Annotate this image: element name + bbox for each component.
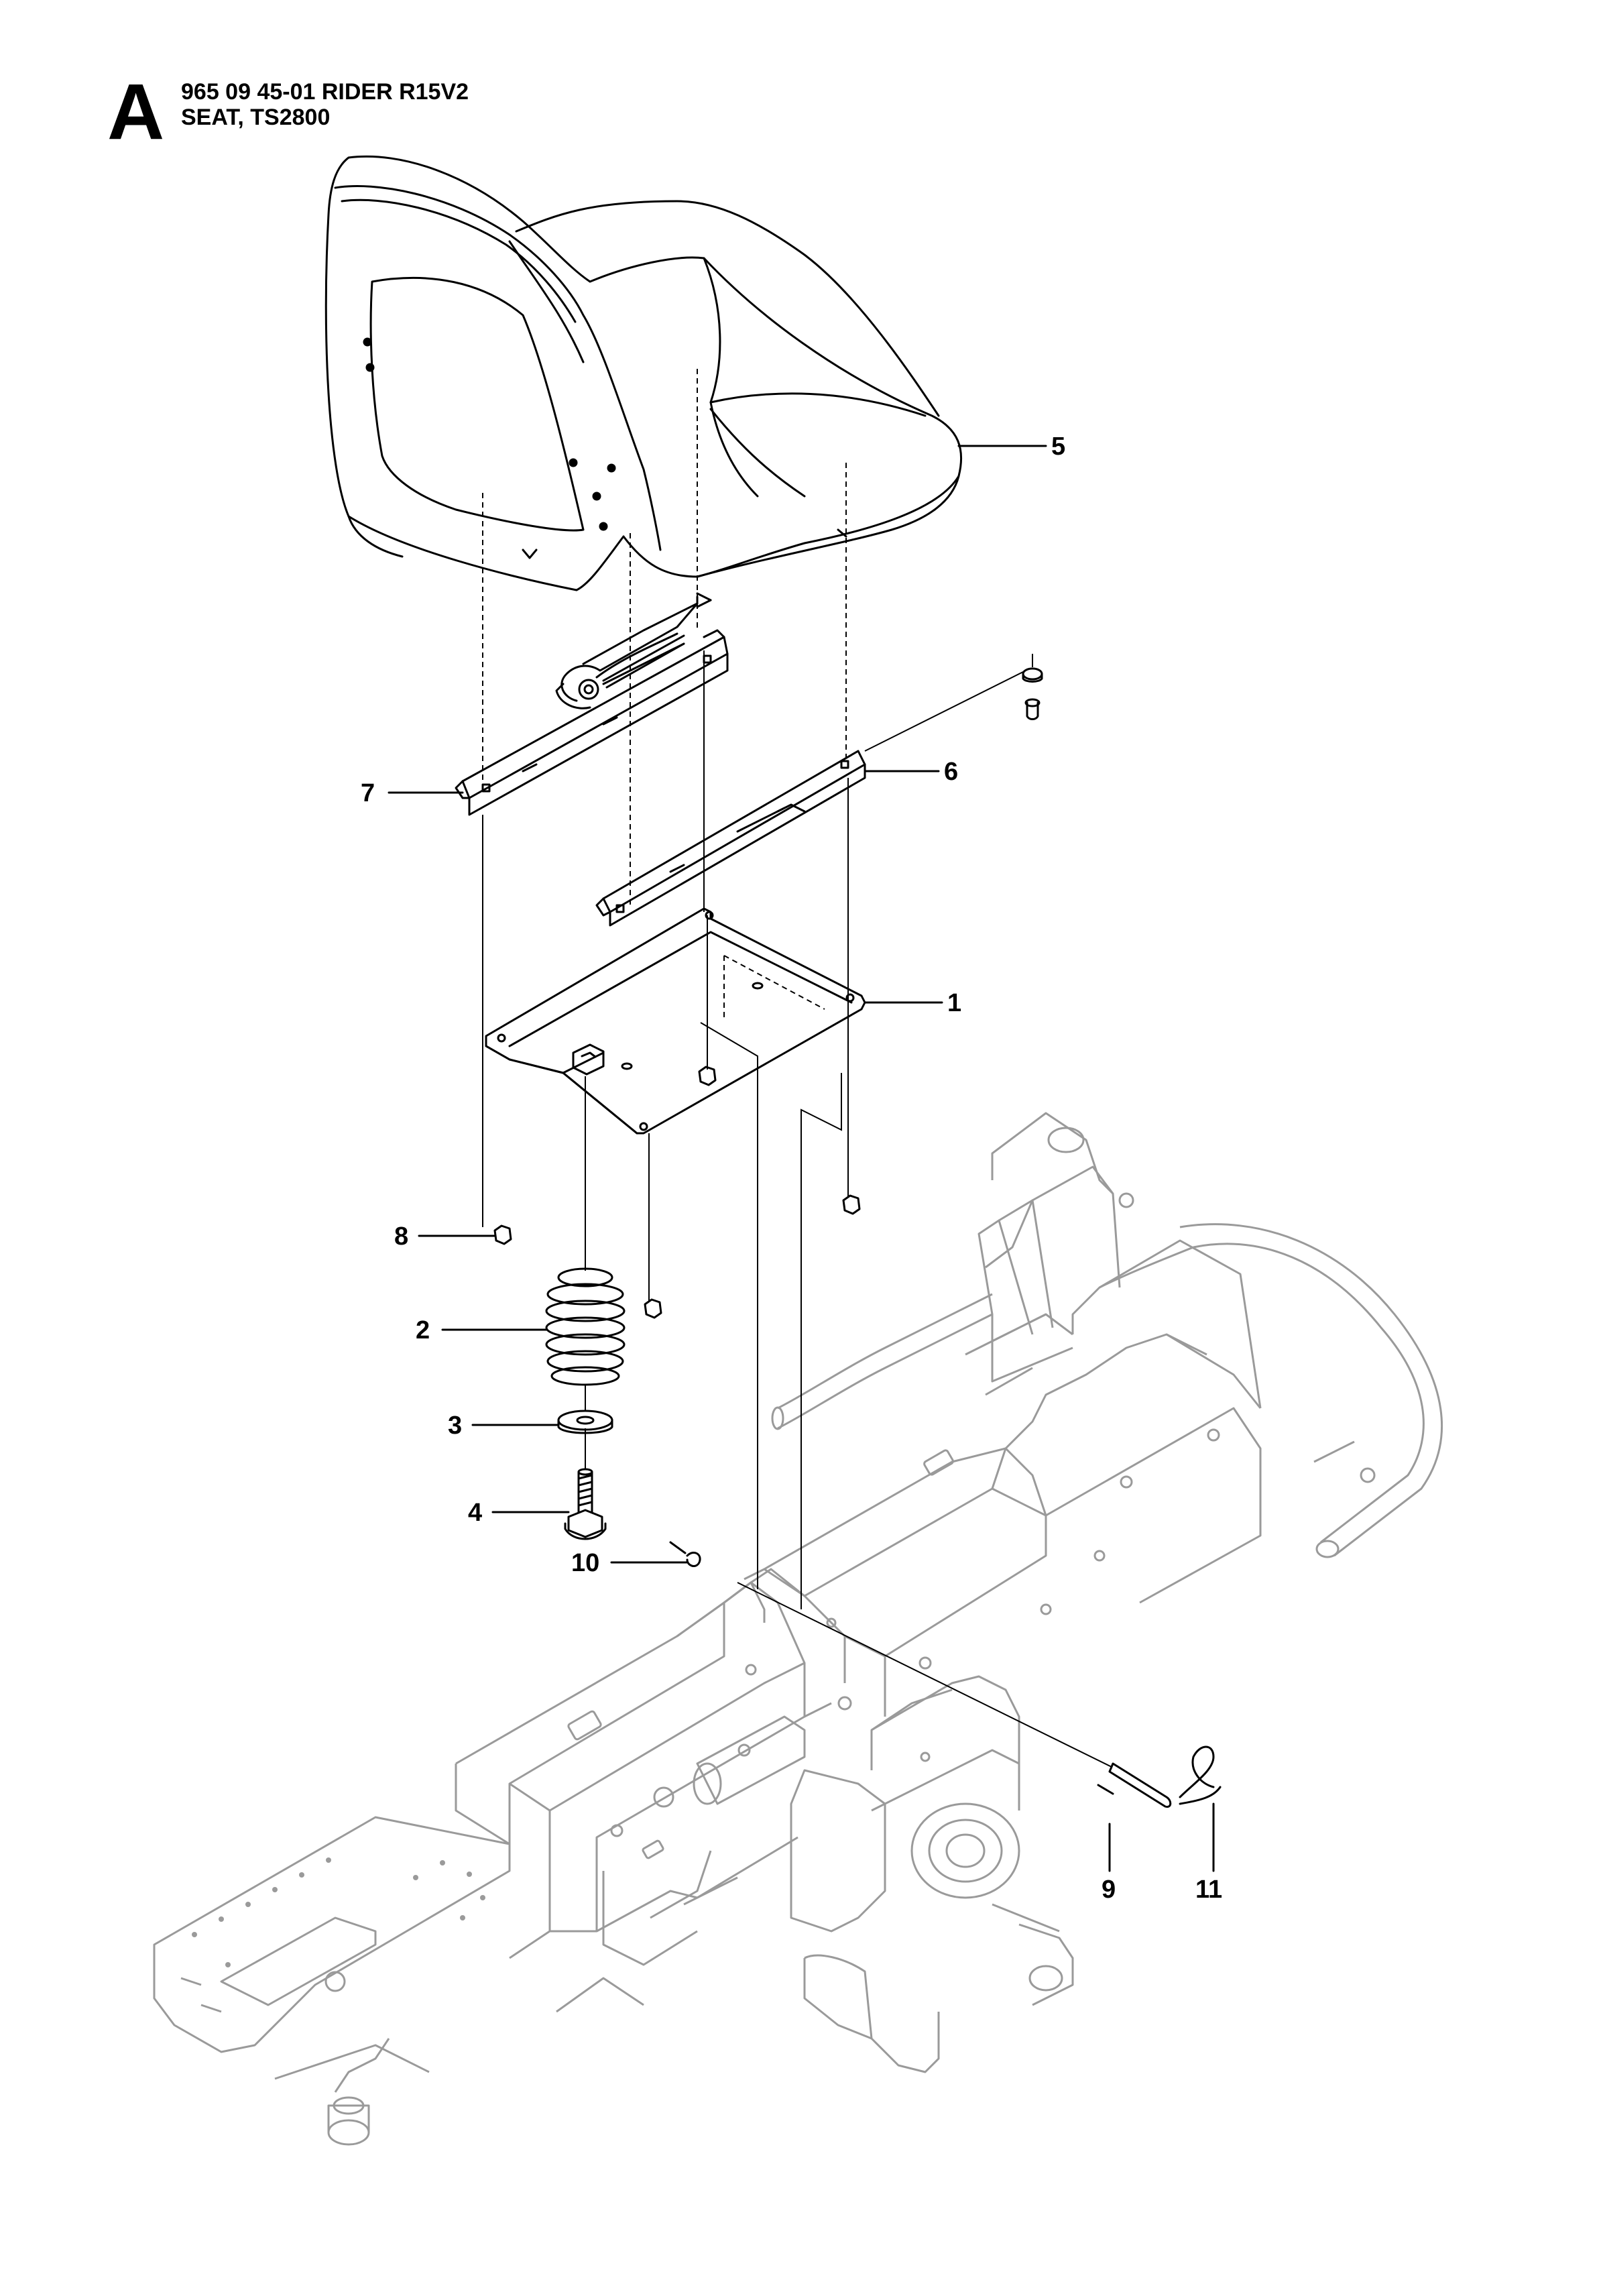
callout-8: 8 <box>394 1222 408 1251</box>
callout-6: 6 <box>944 758 958 786</box>
diagram-title: 965 09 45-01 RIDER R15V2 SEAT, TS2800 <box>181 79 469 130</box>
slide-rail-left <box>455 592 729 816</box>
pivot-pin <box>1097 1762 1172 1808</box>
seat-assembly <box>324 155 1222 1872</box>
title-description: SEAT, TS2800 <box>181 105 331 130</box>
callout-9: 9 <box>1102 1876 1116 1904</box>
nuts <box>493 1066 861 1319</box>
title-part-number: 965 09 45-01 RIDER R15V2 <box>181 79 469 105</box>
callout-3: 3 <box>448 1412 462 1440</box>
callout-5: 5 <box>1051 433 1065 461</box>
section-letter: A <box>107 68 165 156</box>
callout-11: 11 <box>1195 1876 1222 1904</box>
slide-rail-right <box>595 667 1043 927</box>
spring <box>545 1267 626 1386</box>
clip <box>669 1541 701 1567</box>
callout-10: 10 <box>571 1549 599 1577</box>
callout-4: 4 <box>468 1499 482 1527</box>
callout-labels: 5 7 6 1 8 2 3 4 10 9 11 <box>361 433 1222 1904</box>
hairpin <box>1179 1745 1222 1805</box>
assembly-guide-lines <box>482 369 1112 1768</box>
callout-7: 7 <box>361 779 375 807</box>
callout-2: 2 <box>416 1316 430 1344</box>
seat <box>324 155 963 591</box>
callout-1: 1 <box>947 989 961 1017</box>
seat-plate <box>485 907 866 1135</box>
tractor-frame <box>153 1112 1443 2146</box>
bolt <box>564 1468 607 1540</box>
